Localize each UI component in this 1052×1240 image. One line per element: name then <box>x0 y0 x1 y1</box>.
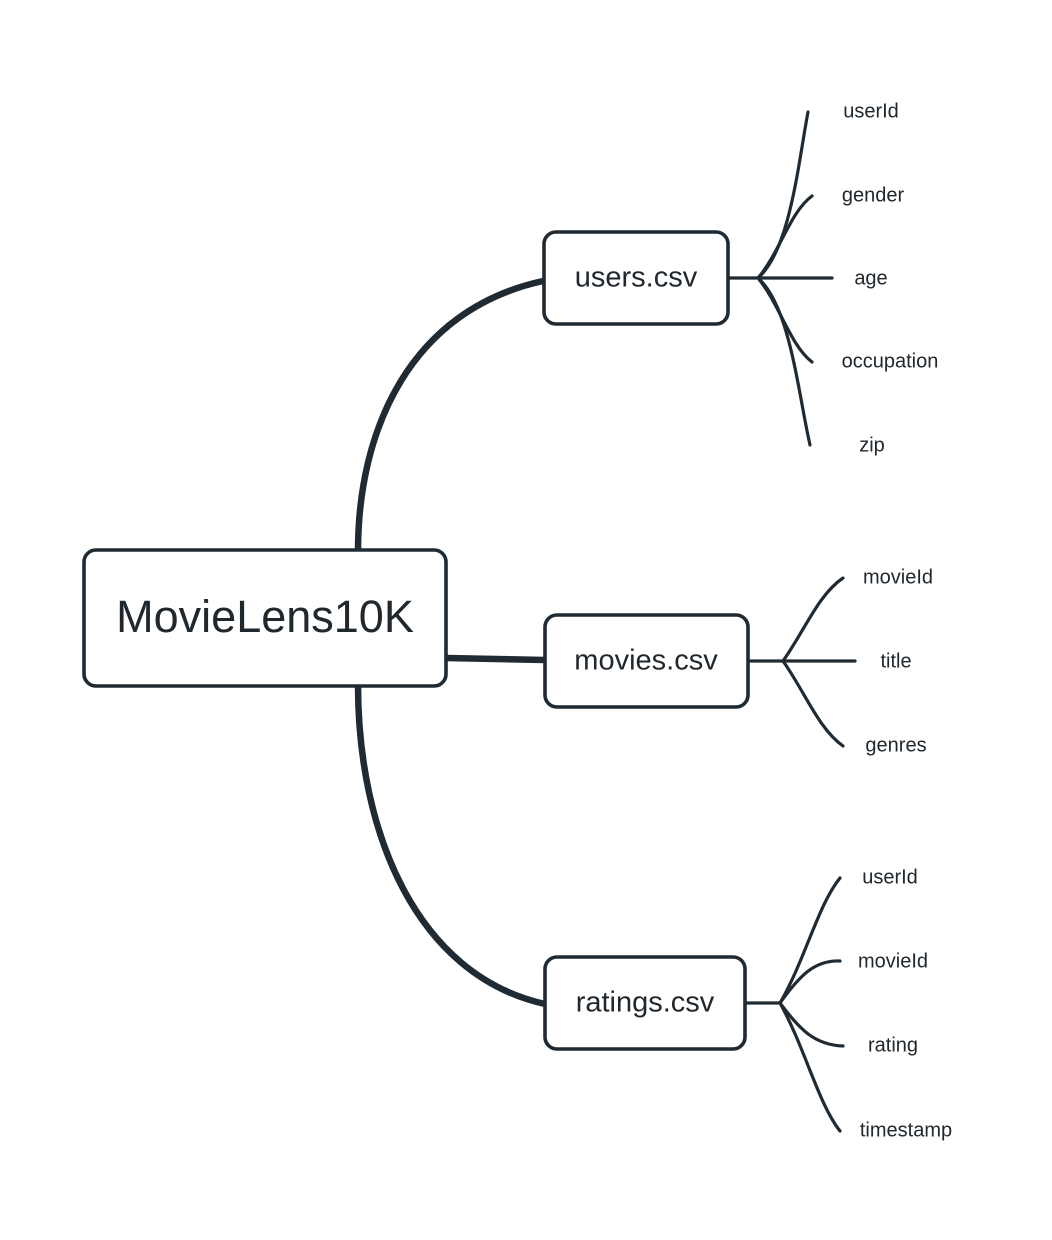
edge-root-to-users <box>354 277 547 555</box>
edge-users-leaf-userid <box>756 110 810 280</box>
leaf-label-movies-genres: genres <box>865 734 926 756</box>
node-branch-users[interactable]: users.csv <box>542 230 730 326</box>
leaf-label-users-age: age <box>854 267 887 289</box>
node-root-label: MovieLens10K <box>116 591 414 642</box>
leaf-label-movies-movieid: movieId <box>863 566 933 588</box>
edge-ratings-leaf-userid <box>778 876 842 1005</box>
node-branch-movies[interactable]: movies.csv <box>543 613 750 709</box>
leaf-label-ratings-timestamp: timestamp <box>860 1119 952 1141</box>
node-root-box[interactable] <box>82 548 448 688</box>
node-branch-movies-box[interactable] <box>543 613 750 709</box>
node-branch-movies-label: movies.csv <box>574 645 718 677</box>
leaf-label-movies-title: title <box>880 650 911 672</box>
leaf-label-ratings-movieid: movieId <box>858 950 928 972</box>
node-branch-users-box[interactable] <box>542 230 730 326</box>
leaf-label-users-gender: gender <box>842 184 905 206</box>
leaf-label-users-occupation: occupation <box>842 350 939 372</box>
edge-users-leaf-occupation <box>756 276 814 364</box>
node-branch-ratings-label: ratings.csv <box>576 987 715 1019</box>
node-branch-users-label: users.csv <box>575 262 698 294</box>
node-branch-ratings-box[interactable] <box>543 955 747 1051</box>
node-branch-ratings[interactable]: ratings.csv <box>543 955 747 1051</box>
edge-users-leaf-zip <box>756 276 812 447</box>
leaf-label-users-zip: zip <box>859 434 885 456</box>
edge-ratings-leaf-movieid <box>778 959 842 1005</box>
edge-ratings-leaf-timestamp <box>778 1001 842 1133</box>
edge-movies-leaf-genres <box>781 659 845 748</box>
leaf-label-ratings-rating: rating <box>868 1034 918 1056</box>
leaf-label-ratings-userid: userId <box>862 866 918 888</box>
leaf-label-users-userid: userId <box>843 100 899 122</box>
edge-movies-leaf-movieid <box>781 576 845 663</box>
edge-root-to-ratings <box>354 681 549 1008</box>
node-root[interactable]: MovieLens10K <box>82 548 448 688</box>
edge-users-leaf-gender <box>756 194 814 280</box>
edge-root-to-movies <box>442 654 549 664</box>
